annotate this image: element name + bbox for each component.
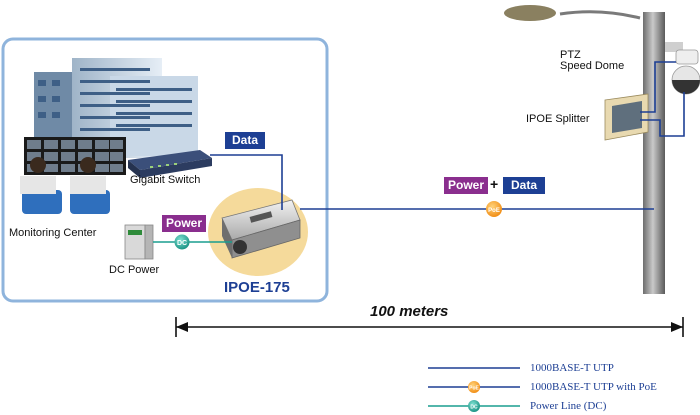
legend-label-utp: 1000BASE-T UTP	[530, 362, 614, 374]
plus-sign: +	[490, 176, 499, 192]
gigabit-switch-icon	[128, 150, 212, 178]
model-label: IPOE-175	[224, 279, 290, 296]
ipoe-splitter-icon	[604, 93, 649, 141]
street-lamp-icon	[504, 5, 641, 21]
ipoe-splitter-label: IPOE Splitter	[526, 113, 590, 125]
ptz-speed-dome-icon	[665, 42, 700, 95]
ptz-label: PTZ	[560, 49, 581, 61]
legend-label-dc: Power Line (DC)	[530, 400, 607, 412]
utp-cable-splitter-return	[640, 92, 685, 137]
legend-label-poe: 1000BASE-T UTP with PoE	[530, 381, 657, 393]
dc-power-label: DC Power	[109, 264, 160, 276]
speed-dome-label: Speed Dome	[560, 60, 625, 72]
data-tag-local: Data	[225, 132, 265, 149]
power-tag-combined: Power	[444, 177, 488, 194]
operators-icon	[20, 157, 110, 214]
poe-badge-icon	[486, 201, 502, 217]
data-tag-combined: Data	[503, 177, 545, 194]
poe-badge-label: PoE	[488, 208, 500, 214]
dc-badge-icon	[174, 234, 190, 250]
monitoring-center-label: Monitoring Center	[9, 227, 97, 239]
gigabit-switch-label: Gigabit Switch	[130, 174, 201, 186]
legend-poe-badge-icon	[468, 381, 480, 393]
distance-marker	[175, 317, 684, 337]
legend-dc-badge-label: DC	[470, 405, 478, 411]
power-tag-local: Power	[162, 215, 206, 232]
dc-badge-label: DC	[177, 240, 187, 247]
utp-cable-switch-to-ipoe	[210, 154, 283, 210]
ipoe-175-device-icon	[208, 188, 308, 276]
legend-poe-badge-label: PoE	[469, 386, 479, 392]
dc-power-supply-icon	[124, 224, 154, 260]
distance-label: 100 meters	[370, 303, 449, 320]
utp-cable-splitter-to-camera	[640, 61, 676, 113]
pole-icon	[643, 12, 665, 294]
legend-dc-badge-icon	[468, 400, 480, 412]
